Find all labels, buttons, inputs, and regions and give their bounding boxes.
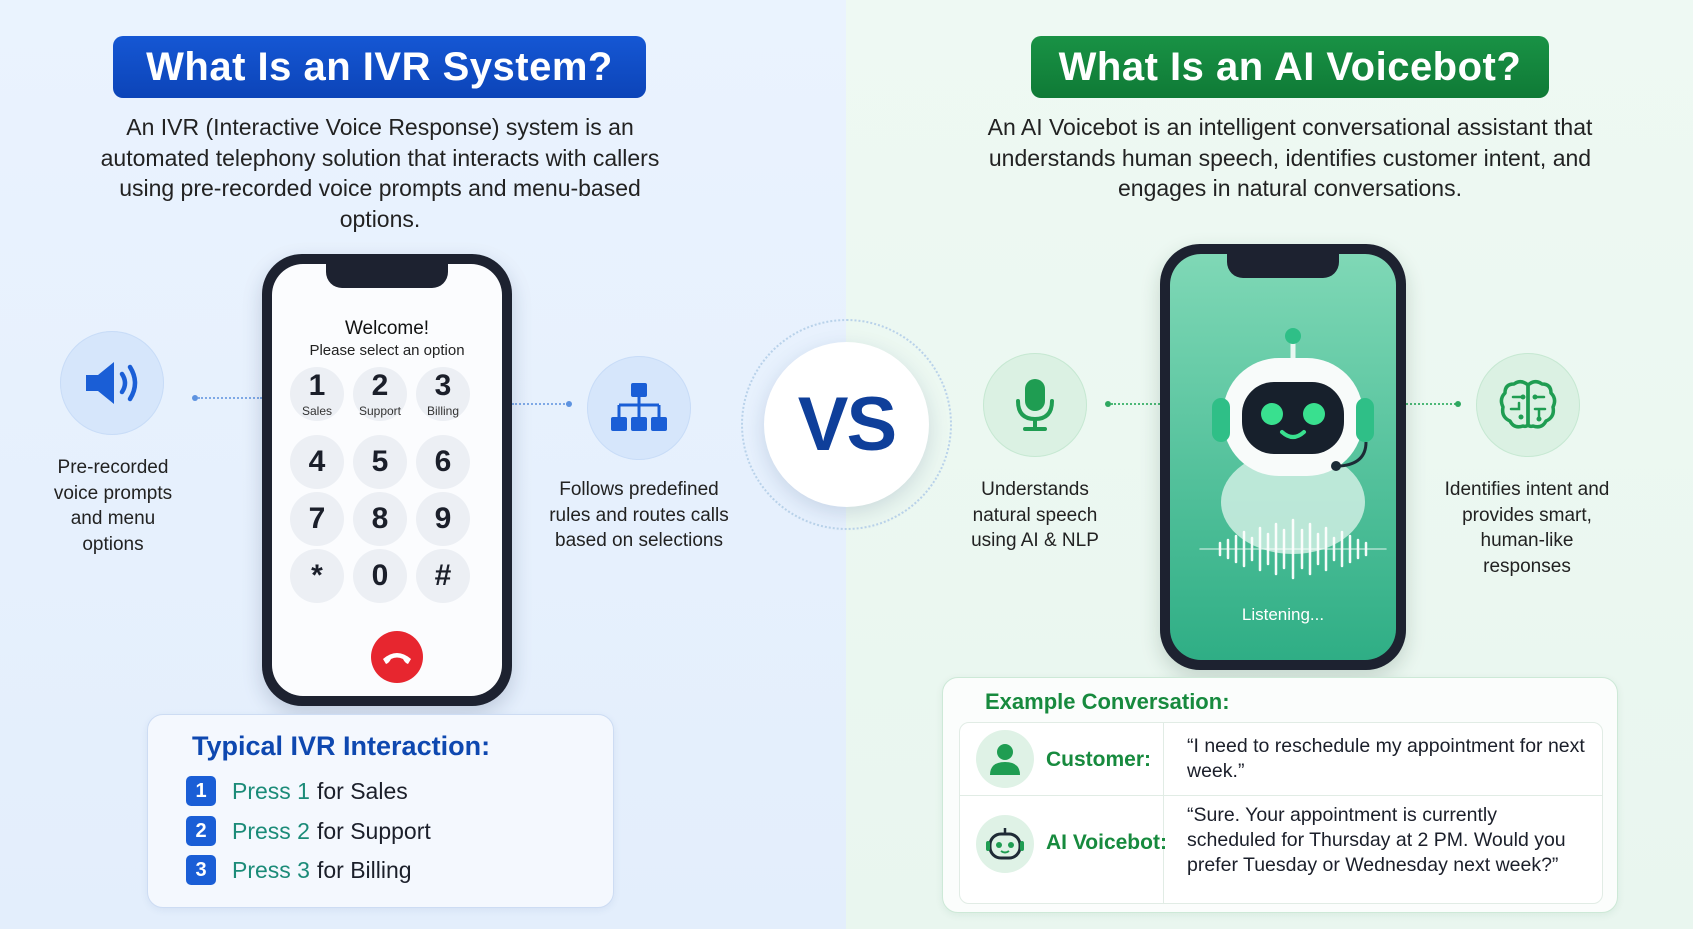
vs-text: VS bbox=[797, 382, 897, 467]
keypad-key[interactable]: 4 bbox=[290, 435, 344, 489]
connector-dot bbox=[192, 395, 198, 401]
option-text: for Support bbox=[316, 817, 431, 844]
vs-badge: VS bbox=[764, 342, 929, 507]
conversation-table: Customer: “I need to reschedule my appoi… bbox=[959, 722, 1603, 904]
key-number: * bbox=[311, 559, 323, 592]
voicebot-avatar-icon bbox=[976, 815, 1034, 873]
customer-label: Customer: bbox=[1046, 748, 1152, 771]
connector-line bbox=[198, 397, 262, 399]
vs-ring bbox=[741, 319, 952, 530]
ai-phone: Listening... bbox=[1160, 244, 1406, 670]
press-text: Press 1 bbox=[232, 777, 310, 804]
keypad-key[interactable]: 5 bbox=[353, 435, 407, 489]
customer-avatar-icon bbox=[976, 730, 1034, 788]
ivr-description: An IVR (Interactive Voice Response) syst… bbox=[100, 114, 660, 232]
number-badge: 1 bbox=[186, 776, 216, 806]
voicebot-quote: “Sure. Your appointment is currently sch… bbox=[1187, 804, 1566, 876]
phone-notch bbox=[326, 264, 448, 288]
number-badge: 3 bbox=[186, 855, 216, 885]
keypad-key[interactable]: # bbox=[416, 549, 470, 603]
customer-quote: “I need to reschedule my appointment for… bbox=[1187, 735, 1585, 782]
keypad-key[interactable]: 8 bbox=[353, 492, 407, 546]
option-text: for Sales bbox=[316, 777, 408, 804]
key-number: 6 bbox=[434, 445, 452, 478]
welcome-text: Welcome! bbox=[344, 318, 430, 339]
connector-dot bbox=[566, 401, 572, 407]
phone-hangup-icon bbox=[383, 653, 411, 664]
keypad-key[interactable]: * bbox=[290, 549, 344, 603]
select-option-text: Please select an option bbox=[309, 342, 465, 359]
key-number: 3 bbox=[434, 368, 452, 402]
option-text: for Billing bbox=[316, 856, 412, 883]
hierarchy-icon bbox=[587, 356, 691, 460]
keypad-key[interactable]: 9 bbox=[416, 492, 470, 546]
key-number: 7 bbox=[308, 502, 326, 535]
ivr-item: 2 Press 2 for Support bbox=[186, 816, 431, 846]
connector-line bbox=[1111, 403, 1160, 405]
robot-icon bbox=[1199, 328, 1387, 580]
ai-phone-screen: Listening... bbox=[1170, 254, 1396, 660]
connector-dot bbox=[1105, 401, 1111, 407]
key-number: 4 bbox=[308, 445, 326, 478]
key-number: 0 bbox=[371, 559, 389, 592]
ai-title: What Is an AI Voicebot? bbox=[1031, 36, 1549, 98]
listening-status: Listening... bbox=[1241, 605, 1325, 624]
press-text: Press 3 bbox=[232, 856, 310, 883]
voicebot-label: AI Voicebot: bbox=[1046, 831, 1167, 854]
ivr-item: 1 Press 1 for Sales bbox=[186, 776, 408, 806]
keypad-key[interactable]: 0 bbox=[353, 549, 407, 603]
hangup-button[interactable] bbox=[371, 631, 423, 683]
press-text: Press 2 bbox=[232, 817, 310, 844]
typical-ivr-box: Typical IVR Interaction: 1 Press 1 for S… bbox=[147, 714, 614, 908]
speaker-icon bbox=[60, 331, 164, 435]
keypad-key[interactable]: 6 bbox=[416, 435, 470, 489]
ivr-title: What Is an IVR System? bbox=[113, 36, 646, 98]
key-number: 2 bbox=[371, 368, 389, 402]
number-badge: 2 bbox=[186, 816, 216, 846]
connector-line bbox=[512, 403, 568, 405]
key-number: # bbox=[434, 559, 452, 592]
ivr-left-caption: Pre-recorded voice prompts and menu opti… bbox=[53, 457, 173, 555]
connector-line bbox=[1406, 403, 1456, 405]
conversation-title: Example Conversation: bbox=[985, 689, 1230, 714]
phone-notch bbox=[1227, 254, 1339, 278]
ai-left-caption: Understands natural speech using AI & NL… bbox=[971, 479, 1099, 551]
keypad-key[interactable]: 7 bbox=[290, 492, 344, 546]
key-label: Support bbox=[358, 403, 402, 418]
ai-description: An AI Voicebot is an intelligent convers… bbox=[987, 114, 1593, 201]
key-label: Sales bbox=[301, 403, 333, 418]
ivr-right-caption: Follows predefined rules and routes call… bbox=[549, 479, 729, 551]
example-conversation-box: Example Conversation: Customer: “I need … bbox=[942, 677, 1618, 913]
key-number: 8 bbox=[371, 502, 389, 535]
microphone-icon bbox=[983, 353, 1087, 457]
key-number: 1 bbox=[308, 368, 326, 402]
ivr-item: 3 Press 3 for Billing bbox=[186, 855, 412, 885]
column-divider bbox=[1163, 723, 1164, 903]
key-label: Billing bbox=[426, 403, 459, 418]
brain-icon bbox=[1476, 353, 1580, 457]
connector-dot bbox=[1455, 401, 1461, 407]
ai-right-caption: Identifies intent and provides smart, hu… bbox=[1444, 479, 1610, 577]
row-divider bbox=[960, 795, 1602, 796]
typical-ivr-title: Typical IVR Interaction: bbox=[192, 731, 491, 761]
key-number: 5 bbox=[371, 445, 389, 478]
key-number: 9 bbox=[434, 502, 452, 535]
